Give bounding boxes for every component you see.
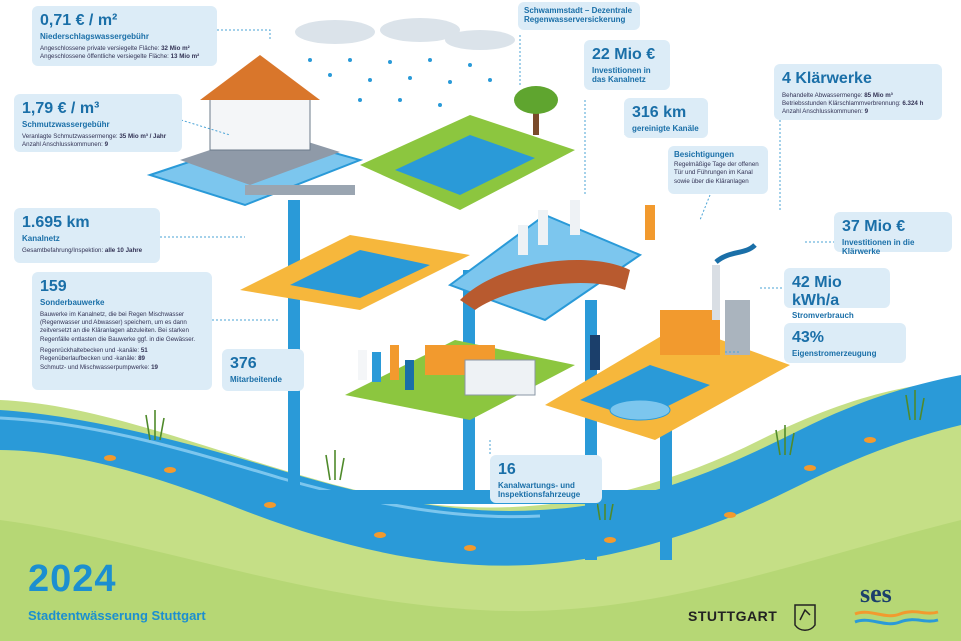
- kanalnetz-label: Kanalnetz: [22, 233, 60, 243]
- fahrzeuge-value: 16: [498, 461, 516, 478]
- reed-icon: [145, 390, 925, 521]
- card-mitarbeitende: 376 Mitarbeitende: [222, 349, 304, 391]
- detail-value: 13 Mio m²: [170, 52, 200, 60]
- truck-icon: [425, 345, 536, 396]
- detail-text: Regenrückhaltebecken und -kanäle:: [40, 347, 140, 355]
- gereinigt-label: gereinigte Kanäle: [632, 123, 699, 133]
- fish-icon: [104, 437, 876, 551]
- investitionen-kanal-label: Investitionen in das Kanalnetz: [592, 65, 651, 84]
- detail-value: 51: [140, 347, 148, 355]
- city-logo: STUTTGART: [688, 608, 778, 624]
- card-besichtigungen: Besichtigungen Regelmäßige Tage der offe…: [668, 146, 768, 194]
- investitionen-klaer-label: Investitionen in die Klärwerke: [842, 237, 915, 256]
- report-subtitle: Stadtentwässerung Stuttgart: [28, 608, 206, 623]
- detail-text: Gesamtbefahrung/Inspektion:: [22, 246, 104, 254]
- report-year: 2024: [28, 558, 117, 600]
- sonderbauwerke-label: Sonderbauwerke: [40, 297, 105, 307]
- card-schmutz: 1,79 € / m³ Schmutzwassergebühr Veranlag…: [14, 94, 182, 152]
- card-niederschlag: 0,71 € / m² Niederschlagswassergebühr An…: [32, 6, 217, 66]
- mitarbeitende-label: Mitarbeitende: [230, 374, 283, 384]
- card-investitionen-klaer: 37 Mio € Investitionen in die Klärwerke: [834, 212, 952, 256]
- niederschlag-details: Angeschlossene private versiegelte Fläch…: [40, 45, 209, 62]
- kanalnetz-details: Gesamtbefahrung/Inspektion: alle 10 Jahr…: [22, 247, 152, 255]
- rain-icon: [295, 18, 515, 107]
- detail-value: 35 Mio m³ / Jahr: [119, 132, 167, 140]
- factory-icon: [660, 243, 757, 355]
- ses-logo-waves: [854, 610, 939, 626]
- card-eigenstrom: 43% Eigenstromerzeugung: [784, 323, 906, 363]
- sewer-basin-water: [290, 250, 430, 298]
- card-klaerwerke: 4 Klärwerke Behandelte Abwassermenge: 85…: [774, 64, 942, 120]
- sonderbauwerke-description: Bauwerke im Kanalnetz, die bei Regen Mis…: [40, 310, 196, 343]
- besichtigungen-description: Regelmäßige Tage der offenen Tür und Füh…: [674, 161, 759, 185]
- investitionen-klaer-value: 37 Mio €: [842, 218, 906, 235]
- klaerwerke-value: 4 Klärwerke: [782, 70, 872, 87]
- sonderbauwerke-details: Regenrückhaltebecken und -kanäle: 51 Reg…: [40, 347, 204, 372]
- detail-value: 9: [864, 108, 869, 116]
- swale-water: [395, 135, 535, 195]
- detail-value: 19: [151, 363, 158, 371]
- river-highlight: [0, 416, 541, 519]
- detail-text: Anzahl Anschlusskommunen:: [22, 140, 103, 148]
- detail-value: 32 Mio m²: [161, 44, 190, 52]
- detail-text: Angeschlossene private versiegelte Fläch…: [40, 44, 160, 52]
- worker-icon: [358, 200, 655, 390]
- mitarbeitende-value: 376: [230, 355, 257, 372]
- canal-tunnel: [460, 260, 630, 310]
- card-fahrzeuge: 16 Kanalwartungs- und Inspektionsfahrzeu…: [490, 455, 602, 503]
- schmutz-details: Veranlagte Schmutzwassermenge: 35 Mio m³…: [22, 133, 174, 150]
- niederschlag-value: 0,71 € / m²: [40, 12, 118, 29]
- schmutz-label: Schmutzwassergebühr: [22, 119, 110, 129]
- detail-text: Betriebsstunden Klärschlammverbrennung:: [782, 99, 901, 107]
- detail-value: alle 10 Jahre: [104, 246, 143, 254]
- detail-value: 6.324 h: [902, 99, 924, 107]
- house-icon: [200, 55, 320, 151]
- pipe-frame: [245, 185, 355, 195]
- clarifier: [609, 399, 671, 421]
- schwammstadt-label: Schwammstadt – Dezentrale Regenwasserver…: [524, 6, 633, 24]
- detail-text: Regenüberlaufbecken und -kanäle:: [40, 355, 137, 363]
- besichtigungen-label: Besichtigungen: [674, 150, 735, 159]
- eigenstrom-value: 43%: [792, 329, 825, 346]
- card-strom: 42 Mio kWh/a Stromverbrauch: [784, 268, 890, 320]
- gereinigt-value: 316 km: [632, 104, 687, 121]
- detail-value: 89: [138, 355, 145, 363]
- schmutz-value: 1,79 € / m³: [22, 100, 100, 117]
- river: [0, 375, 961, 566]
- strom-value: 42 Mio kWh/a: [792, 274, 842, 309]
- sonderbauwerke-value: 159: [40, 278, 67, 295]
- detail-text: Schmutz- und Mischwasserpumpwerke:: [40, 363, 150, 371]
- card-schwammstadt: Schwammstadt – Dezentrale Regenwasserver…: [518, 2, 640, 30]
- detail-text: Veranlagte Schmutzwassermenge:: [22, 132, 118, 140]
- detail-text: Behandelte Abwassermenge:: [782, 91, 863, 99]
- detail-value: 9: [104, 140, 109, 148]
- klaerwerke-details: Behandelte Abwassermenge: 85 Mio m³ Betr…: [782, 92, 934, 117]
- detail-text: Angeschlossene öffentliche versiegelte F…: [40, 52, 169, 60]
- strom-label: Stromverbrauch: [792, 311, 854, 321]
- fahrzeuge-label: Kanalwartungs- und Inspektionsfahrzeuge: [498, 480, 581, 499]
- detail-text: Anzahl Anschlusskommunen:: [782, 108, 863, 116]
- card-sonderbauwerke: 159 Sonderbauwerke Bauwerke im Kanalnetz…: [32, 272, 212, 390]
- card-investitionen-kanal: 22 Mio € Investitionen in das Kanalnetz: [584, 40, 670, 90]
- niederschlag-label: Niederschlagswassergebühr: [40, 31, 149, 41]
- investitionen-kanal-value: 22 Mio €: [592, 46, 656, 63]
- card-gereinigt: 316 km gereinigte Kanäle: [624, 98, 708, 138]
- kanalnetz-value: 1.695 km: [22, 214, 90, 231]
- company-logo: ses: [860, 579, 892, 608]
- meadow-lower: [0, 520, 961, 641]
- horse-crest-icon: [794, 604, 816, 631]
- tree-icon: [514, 86, 558, 135]
- eigenstrom-label: Eigenstromerzeugung: [792, 348, 877, 358]
- detail-value: 85 Mio m³: [864, 91, 893, 99]
- card-kanalnetz: 1.695 km Kanalnetz Gesamtbefahrung/Inspe…: [14, 208, 160, 263]
